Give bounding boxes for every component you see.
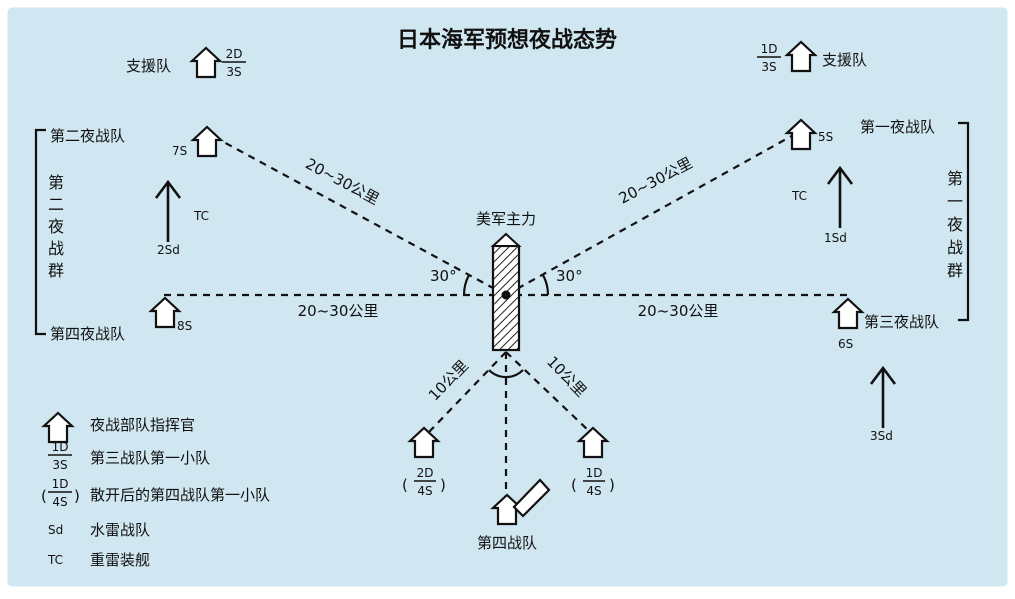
- support-left-fraction: 2D 3S: [222, 47, 246, 79]
- svg-text:1D: 1D: [52, 477, 69, 491]
- legend-text-tc: 重雷装舰: [90, 551, 150, 569]
- legend: 夜战部队指挥官 1D 3S 第三战队第一小队 ( 1D 4S ) 散开后的第四战…: [41, 411, 270, 569]
- svg-text:4S: 4S: [586, 484, 601, 498]
- sd-left-label: 2Sd: [157, 243, 180, 257]
- group2-char-3: 夜: [48, 217, 64, 236]
- svg-text:(: (: [571, 476, 577, 494]
- night3-label: 第三夜战队: [864, 313, 939, 331]
- angle-arc-bottom: [488, 369, 524, 379]
- svg-text:): ): [440, 476, 446, 494]
- legend-symbol-tc: TC: [47, 553, 63, 567]
- sd-right-label: 1Sd: [824, 231, 847, 245]
- legend-text-3s: 第三战队第一小队: [90, 449, 210, 467]
- night1-label: 第一夜战队: [860, 118, 935, 136]
- night2-label: 第二夜战队: [50, 127, 125, 145]
- line-to-dispersed-left: [428, 351, 507, 433]
- svg-text:4S: 4S: [52, 495, 67, 509]
- group2-char-5: 群: [48, 261, 64, 280]
- angle-arc-right: [542, 274, 550, 296]
- group1-char-5: 群: [947, 261, 963, 280]
- support-right-fraction: 1D 3S: [757, 42, 781, 74]
- tc-right-label: TC: [791, 189, 807, 203]
- sd-bottom-label: 3Sd: [870, 429, 893, 443]
- angle-arcs: [462, 274, 550, 379]
- legend-fraction-3s: 1D 3S: [48, 440, 72, 472]
- night2-code: 7S: [172, 144, 187, 158]
- svg-text:3S: 3S: [52, 458, 67, 472]
- legend-text-sd: 水雷战队: [90, 521, 150, 539]
- line-to-night1: [505, 132, 798, 296]
- night4-label: 第四夜战队: [50, 325, 125, 343]
- group2-char-1: 第: [48, 173, 64, 192]
- dispersed-left-fraction: ( 2D 4S ): [402, 466, 446, 498]
- distance-label-left: 20~30公里: [298, 302, 379, 320]
- us-main-force-bow: [490, 232, 522, 247]
- legend-text-commander: 夜战部队指挥官: [90, 416, 195, 434]
- diagram-title: 日本海军预想夜战态势: [397, 27, 617, 53]
- line-to-night2: [206, 132, 507, 296]
- group1-vertical-label: 第 一 夜 战 群: [947, 169, 963, 280]
- svg-text:2D: 2D: [417, 466, 434, 480]
- night4-code: 8S: [177, 319, 192, 333]
- svg-text:1D: 1D: [52, 440, 69, 454]
- group1-bracket: [958, 121, 970, 322]
- group2-char-4: 战: [48, 239, 64, 258]
- legend-symbol-sd: Sd: [48, 523, 63, 537]
- fourth-squadron-label: 第四战队: [477, 534, 537, 552]
- night3-code: 6S: [838, 337, 853, 351]
- us-main-force-center-dot: [501, 290, 511, 300]
- svg-text:4S: 4S: [417, 484, 432, 498]
- tc-left-label: TC: [193, 209, 209, 223]
- group2-char-2: 二: [48, 195, 64, 214]
- angle-arc-left: [462, 274, 470, 296]
- group1-char-3: 夜: [947, 215, 963, 234]
- support-left-label: 支援队: [126, 57, 171, 75]
- group1-char-4: 战: [947, 238, 963, 257]
- us-main-force-label: 美军主力: [476, 210, 536, 228]
- night1-code: 5S: [818, 130, 833, 144]
- svg-text:): ): [74, 487, 80, 505]
- angle-label-right: 30°: [556, 267, 583, 285]
- legend-text-4s: 散开后的第四战队第一小队: [90, 486, 270, 504]
- distance-label-right: 20~30公里: [638, 302, 719, 320]
- fourth-squadron-dispersed-ship-icon: [512, 478, 551, 518]
- group2-vertical-label: 第 二 夜 战 群: [48, 173, 64, 280]
- svg-text:1D: 1D: [586, 466, 603, 480]
- group1-char-2: 一: [947, 192, 963, 211]
- svg-text:(: (: [41, 487, 47, 505]
- dispersed-right-fraction: ( 1D 4S ): [571, 466, 615, 498]
- group2-bracket: [34, 128, 46, 336]
- line-to-dispersed-right: [505, 351, 591, 433]
- svg-text:3S: 3S: [761, 60, 776, 74]
- group1-char-1: 第: [947, 169, 963, 188]
- svg-text:): ): [609, 476, 615, 494]
- svg-text:1D: 1D: [761, 42, 778, 56]
- legend-fraction-4s: ( 1D 4S ): [41, 477, 80, 509]
- svg-text:3S: 3S: [226, 65, 241, 79]
- support-right-label: 支援队: [822, 51, 867, 69]
- svg-text:2D: 2D: [226, 47, 243, 61]
- svg-text:(: (: [402, 476, 408, 494]
- angle-label-left: 30°: [430, 267, 457, 285]
